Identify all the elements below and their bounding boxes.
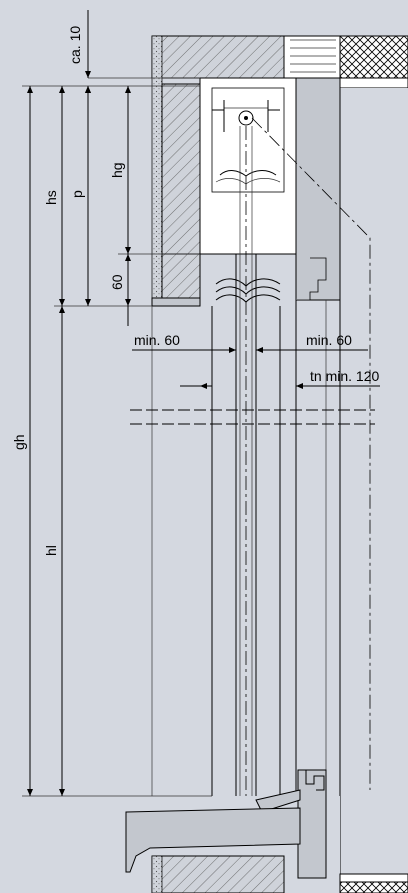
dimension-labels: ca. 10 hs p hg 60 gh hl min. 60 min. 60 … xyxy=(11,26,379,556)
shutter-box xyxy=(199,77,297,255)
label-hs: hs xyxy=(43,190,59,205)
label-hg: hg xyxy=(109,162,125,178)
label-hl: hl xyxy=(43,545,59,556)
label-min60-right: min. 60 xyxy=(306,332,352,348)
label-min60-left: min. 60 xyxy=(134,332,180,348)
label-tn-min120: tn min. 120 xyxy=(310,368,379,384)
label-p: p xyxy=(69,190,85,198)
shutter-slats xyxy=(215,278,281,303)
label-ca10: ca. 10 xyxy=(67,26,83,64)
bottom-sill xyxy=(125,769,408,893)
break-lines xyxy=(130,409,375,425)
guide-rails xyxy=(151,126,327,796)
right-frame-column xyxy=(295,77,408,893)
dimension-lines xyxy=(22,10,380,797)
swing-line xyxy=(251,117,371,790)
label-gh: gh xyxy=(11,434,27,450)
label-60: 60 xyxy=(109,274,125,290)
inner-lintel-block xyxy=(151,83,201,307)
